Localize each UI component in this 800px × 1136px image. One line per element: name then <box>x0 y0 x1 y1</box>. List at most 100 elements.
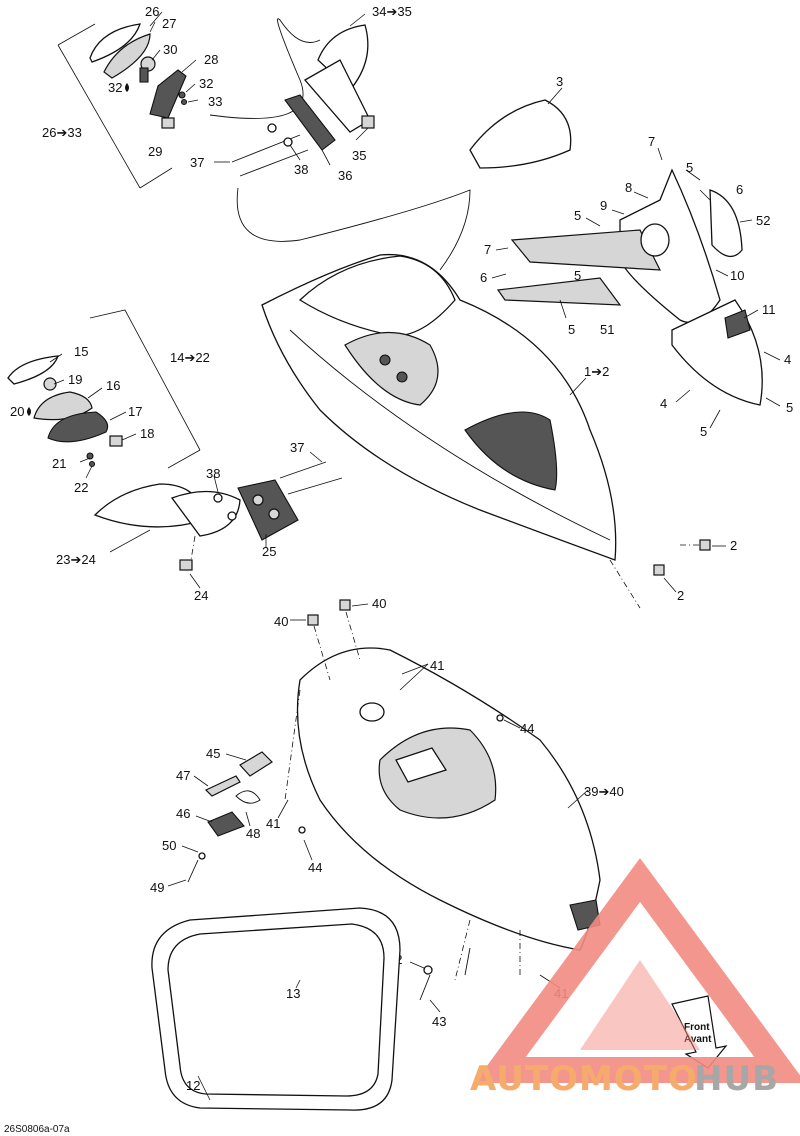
part-25-mount <box>237 479 299 541</box>
part-46-base <box>207 811 245 837</box>
callout-26-33: 26➔33 <box>42 125 82 140</box>
callout-37: 37 <box>290 440 304 455</box>
callout-12: 12 <box>186 1078 200 1093</box>
callout-43: 43 <box>432 1014 446 1029</box>
callout-33: 33 <box>208 94 222 109</box>
callout-47: 47 <box>176 768 190 783</box>
group-hood: 1➔2 2 2 <box>261 253 737 609</box>
callout-44b: 44 <box>308 860 322 875</box>
group-39-40: 40 40 41 44 39➔40 41 44 42 43 41 45 47 4… <box>150 596 624 1029</box>
part-18-nut <box>109 435 123 447</box>
part-38-washer <box>213 493 223 503</box>
callout-48: 48 <box>246 826 260 841</box>
part-44-screw <box>496 714 504 722</box>
part-52-trim <box>709 189 743 257</box>
sealant-drop-icon <box>27 407 31 416</box>
callout-2a: 2 <box>730 538 737 553</box>
part-2-nut-b <box>653 564 665 576</box>
sealant-drop-icon <box>125 83 129 92</box>
callout-14-22: 14➔22 <box>170 350 210 365</box>
part-51-deco-panel <box>510 229 662 271</box>
callout-6b: 6 <box>736 182 743 197</box>
callout-40a: 40 <box>274 614 288 629</box>
part-51-strip <box>496 277 622 306</box>
watermark-inner-mark <box>580 960 700 1050</box>
callout-35: 35 <box>352 148 366 163</box>
callout-9: 9 <box>600 198 607 213</box>
part-33-washer <box>180 98 188 106</box>
group-panels: 3 7 8 9 5 7 6 5 5 51 5 6 <box>469 74 793 439</box>
part-39-opening <box>395 747 448 783</box>
watermark-triangle-icon <box>474 858 800 1083</box>
callout-4b: 4 <box>660 396 667 411</box>
part-10-vent <box>640 223 670 257</box>
part-38-washer-b <box>283 137 293 147</box>
callout-20: 20 <box>10 404 24 419</box>
callout-10: 10 <box>730 268 744 283</box>
part-1-center-pod <box>344 331 439 406</box>
callout-19: 19 <box>68 372 82 387</box>
callout-32: 32 <box>199 76 213 91</box>
part-30-stem <box>139 67 149 83</box>
callout-46: 46 <box>176 806 190 821</box>
callout-36: 36 <box>338 168 352 183</box>
group-14-22: 15 19 20 16 17 18 21 22 14➔22 37 38 25 2… <box>7 309 343 603</box>
callout-22: 22 <box>74 480 88 495</box>
part-34-mirror-shell <box>317 24 369 91</box>
callout-2b: 2 <box>677 588 684 603</box>
part-40-nut-a <box>307 614 319 626</box>
callout-3: 3 <box>556 74 563 89</box>
watermark-text-hub: HUB <box>694 1059 779 1099</box>
part-1-hood <box>261 253 617 561</box>
callout-16: 16 <box>106 378 120 393</box>
part-28-bracket <box>149 69 187 119</box>
part-44-screw <box>298 826 306 834</box>
part-24-nut <box>179 559 193 571</box>
part-1-gauge-a <box>379 354 391 366</box>
group-34-35: 34➔35 35 36 37 38 <box>190 4 471 271</box>
part-11-insert <box>724 309 751 339</box>
callout-40b: 40 <box>372 596 386 611</box>
part-39-drain <box>359 702 385 722</box>
part-40-nut-b <box>339 599 351 611</box>
callout-17: 17 <box>128 404 142 419</box>
callout-5d: 5 <box>686 160 693 175</box>
part-1-gauge-b <box>396 371 408 383</box>
part-38-washer <box>227 511 237 521</box>
callout-1-2: 1➔2 <box>584 364 609 379</box>
callout-23-24: 23➔24 <box>56 552 96 567</box>
drawing-code: 26S0806a-07a <box>4 1124 70 1135</box>
part-3-cover <box>469 99 572 169</box>
callout-49: 49 <box>150 880 164 895</box>
part-17-housing <box>47 411 109 443</box>
callout-41b: 41 <box>266 816 280 831</box>
watermark-logo: AUTOMOTO HUB <box>470 858 800 1099</box>
callout-30: 30 <box>163 42 177 57</box>
part-23-mirror-back <box>170 490 241 537</box>
callout-15: 15 <box>74 344 88 359</box>
callout-50: 50 <box>162 838 176 853</box>
callout-21: 21 <box>52 456 66 471</box>
callout-51: 51 <box>600 322 614 337</box>
callout-7a: 7 <box>648 134 655 149</box>
part-2-nut-a <box>699 539 711 551</box>
part-12-seal-inner <box>167 923 385 1097</box>
part-32-screw <box>178 91 186 99</box>
callout-5b: 5 <box>574 268 581 283</box>
callout-32-sealant: 32 <box>108 80 122 95</box>
callout-5c: 5 <box>568 322 575 337</box>
part-27-housing <box>103 33 151 79</box>
part-47-hook <box>204 775 241 797</box>
callout-4a: 4 <box>784 352 791 367</box>
part-1-storage-well <box>464 411 558 491</box>
callout-24: 24 <box>194 588 208 603</box>
part-25-hole-a <box>252 494 264 506</box>
part-21-screw <box>86 452 94 460</box>
callout-7b: 7 <box>484 242 491 257</box>
watermark-text-automoto: AUTOMOTO <box>470 1059 698 1099</box>
callout-52: 52 <box>756 213 770 228</box>
callout-13: 13 <box>286 986 300 1001</box>
callout-5a: 5 <box>574 208 581 223</box>
part-15-lens <box>7 355 59 385</box>
